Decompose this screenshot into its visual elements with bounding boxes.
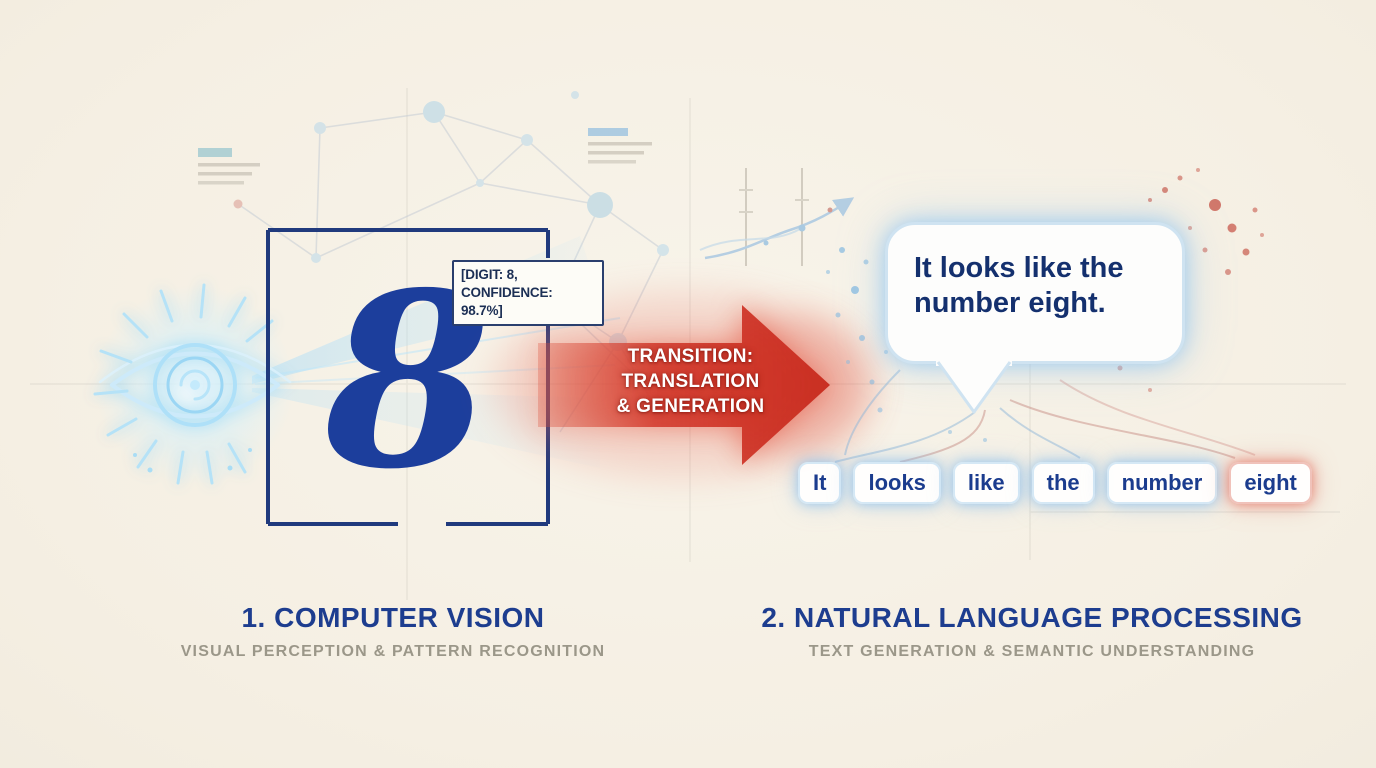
speech-bubble-line2: number eight. bbox=[914, 287, 1106, 320]
detection-label-line1: [DIGIT: 8, bbox=[461, 267, 518, 282]
speech-bubble-tail bbox=[936, 360, 1012, 414]
token-chip-highlight: eight bbox=[1229, 462, 1312, 504]
transition-arrow-label: TRANSITION: TRANSLATION & GENERATION bbox=[588, 344, 793, 419]
section-2-subtitle: TEXT GENERATION & SEMANTIC UNDERSTANDING bbox=[808, 643, 1256, 660]
speech-bubble-line1: It looks like the bbox=[914, 252, 1124, 284]
token-chip: looks bbox=[853, 462, 941, 504]
section-natural-language-processing: 2. NATURAL LANGUAGE PROCESSING TEXT GENE… bbox=[707, 602, 1357, 661]
section-2-title: 2. NATURAL LANGUAGE PROCESSING bbox=[761, 602, 1303, 633]
detection-label-line2: CONFIDENCE: 98.7%] bbox=[461, 285, 553, 318]
section-1-subtitle: VISUAL PERCEPTION & PATTERN RECOGNITION bbox=[180, 643, 606, 660]
transition-arrow bbox=[492, 293, 872, 477]
document-sketch-icon bbox=[198, 128, 652, 185]
detection-label: [DIGIT: 8, CONFIDENCE: 98.7%] bbox=[452, 260, 604, 326]
transition-label-line1: TRANSITION: bbox=[627, 346, 754, 367]
transition-label-line2: TRANSLATION bbox=[621, 371, 760, 392]
transition-label-line3: & GENERATION bbox=[616, 396, 765, 417]
speech-bubble: It looks like the number eight. bbox=[885, 222, 1185, 364]
token-chip: It bbox=[798, 462, 842, 504]
flow-lines bbox=[834, 369, 1256, 463]
section-1-title: 1. COMPUTER VISION bbox=[241, 602, 545, 633]
token-row: It looks like the number eight bbox=[798, 462, 1312, 504]
section-computer-vision: 1. COMPUTER VISION VISUAL PERCEPTION & P… bbox=[118, 602, 668, 661]
token-chip: number bbox=[1106, 462, 1218, 504]
token-chip: the bbox=[1031, 462, 1095, 504]
mini-chart-sketch bbox=[699, 168, 855, 266]
token-chip: like bbox=[952, 462, 1020, 504]
eye-icon bbox=[93, 283, 292, 485]
